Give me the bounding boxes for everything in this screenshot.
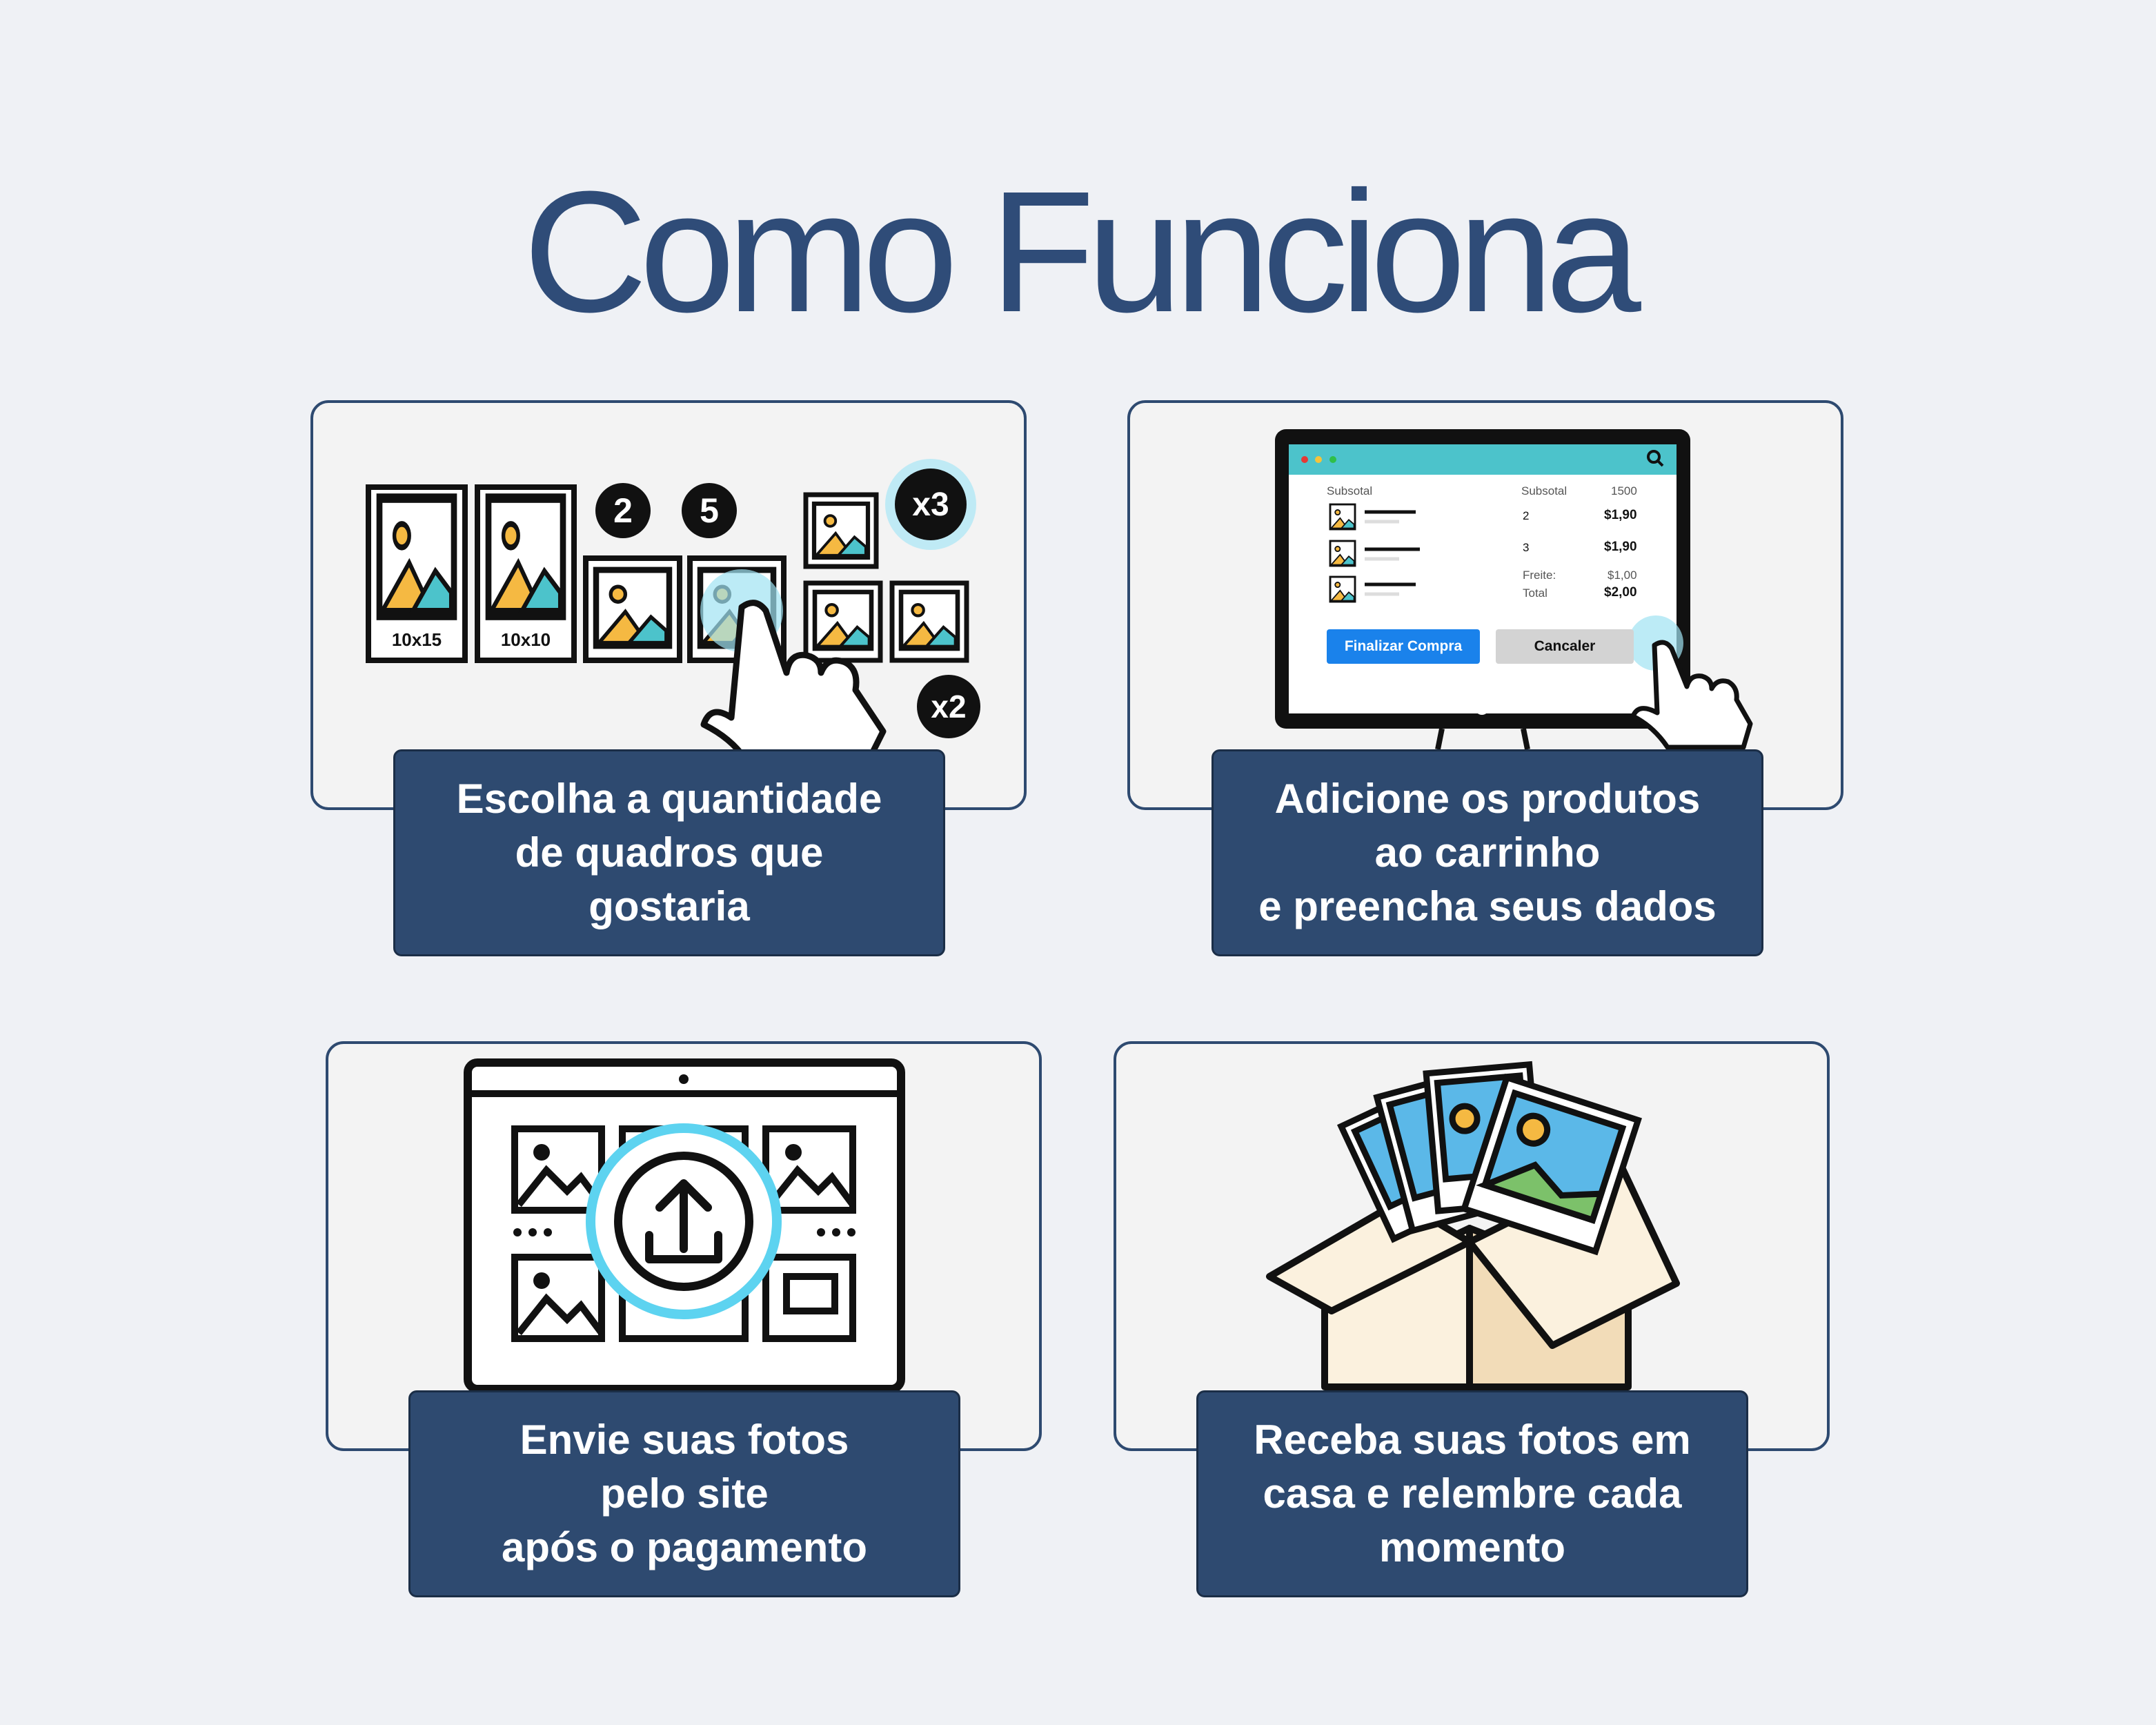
frame-size-label: 10x15 xyxy=(391,629,442,650)
cart-header: Subsotal xyxy=(1521,484,1567,497)
total-label: Total xyxy=(1523,586,1547,600)
quantity-badge: 5 xyxy=(682,483,737,538)
multiplier-badge: x2 xyxy=(917,675,980,738)
cart-qty: 2 xyxy=(1523,509,1530,522)
step-label-cart: Adicione os produtos ao carrinho e preen… xyxy=(1211,749,1763,956)
total-value: $2,00 xyxy=(1604,585,1637,600)
frame-10x10-icon xyxy=(475,484,577,663)
step-text: Envie suas fotos xyxy=(520,1417,849,1463)
search-icon xyxy=(1647,450,1661,464)
cancel-button[interactable]: Cancaler xyxy=(1496,629,1634,664)
hand-pointer-icon xyxy=(1630,640,1753,750)
step-text: Adicione os produtos xyxy=(1274,776,1701,822)
frame-size-label: 10x10 xyxy=(500,629,551,650)
cart-header: Subsotal xyxy=(1327,484,1373,497)
step-text: gostaria xyxy=(589,883,750,929)
step-text: momento xyxy=(1379,1524,1565,1570)
step-label-upload: Envie suas fotos pelo site após o pagame… xyxy=(408,1390,960,1597)
step-text: casa e relembre cada xyxy=(1263,1470,1682,1517)
step-text: Escolha a quantidade xyxy=(456,776,882,822)
frame-small-icon xyxy=(889,580,969,663)
frame-small-icon xyxy=(803,580,883,663)
step-text: ao carrinho xyxy=(1374,829,1601,876)
photos-icon xyxy=(1336,1061,1642,1256)
step-text: pelo site xyxy=(600,1470,769,1517)
multiplier-badge: x3 xyxy=(895,469,967,540)
step-text: Receba suas fotos em xyxy=(1254,1417,1691,1463)
frame-10x15-icon xyxy=(366,484,468,663)
cart-qty: 3 xyxy=(1523,541,1530,554)
page-title: Como Funciona xyxy=(523,155,1641,348)
upload-icon xyxy=(614,1152,753,1291)
checkout-button[interactable]: Finalizar Compra xyxy=(1327,629,1480,664)
cart-price: $1,90 xyxy=(1604,508,1637,522)
frame-small-icon xyxy=(803,492,879,569)
frame-small-icon xyxy=(583,555,682,663)
step-label-choose: Escolha a quantidade de quadros que gost… xyxy=(393,749,945,956)
hand-pointer-icon xyxy=(700,600,887,762)
cart-header: 1500 xyxy=(1611,484,1637,497)
shipping-value: $1,00 xyxy=(1608,569,1637,582)
step-text: e preencha seus dados xyxy=(1258,883,1717,929)
step-text: após o pagamento xyxy=(501,1524,868,1570)
quantity-badge: 2 xyxy=(595,483,651,538)
cart-price: $1,90 xyxy=(1604,540,1637,554)
shipping-label: Freite: xyxy=(1523,569,1556,582)
step-text: de quadros que xyxy=(515,829,824,876)
step-label-receive: Receba suas fotos em casa e relembre cad… xyxy=(1196,1390,1748,1597)
